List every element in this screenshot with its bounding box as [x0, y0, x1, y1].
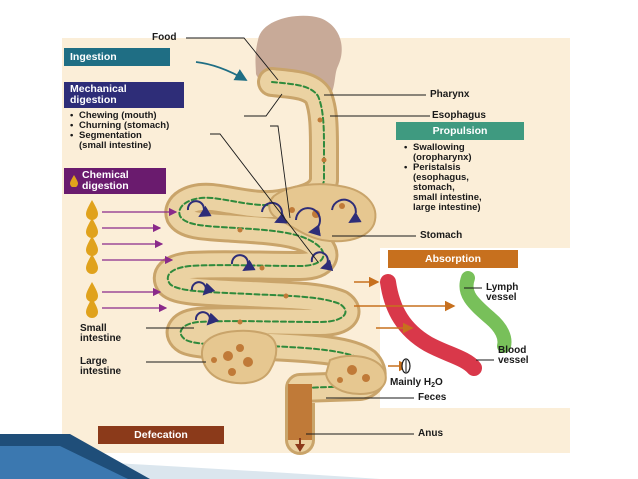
- absorption-box: Absorption: [388, 250, 518, 268]
- mechanical-digestion-box: Mechanical digestion: [64, 82, 184, 108]
- feces-label: Feces: [418, 392, 447, 403]
- slide-ribbon-decoration: [0, 434, 380, 479]
- stomach-label: Stomach: [420, 230, 463, 241]
- chemical-digestion-box: Chemical digestion: [64, 168, 166, 194]
- list-item: small intestine,: [413, 192, 482, 203]
- enzyme-arrows: [102, 207, 178, 313]
- list-item: •Swallowing: [404, 142, 465, 153]
- propulsion-box: Propulsion: [396, 122, 524, 140]
- pharynx-label: Pharynx: [430, 89, 470, 100]
- churn-arrow-icon: [186, 198, 362, 326]
- mechanical-label-line1: Mechanical: [70, 83, 127, 95]
- list-item: •Segmentation: [70, 130, 142, 141]
- absorption-label: Absorption: [425, 253, 481, 265]
- chemical-label-line1: Chemical: [82, 169, 129, 181]
- blood-vessel: [380, 274, 482, 376]
- list-item: (oropharynx): [413, 152, 472, 163]
- anus-label: Anus: [418, 428, 443, 439]
- ingestion-box: Ingestion: [64, 48, 170, 66]
- enzyme-drop-icon: [86, 200, 98, 318]
- chemical-label-line2: digestion: [82, 180, 129, 192]
- list-item: large intestine): [413, 202, 481, 213]
- defecation-label: Defecation: [134, 429, 188, 441]
- list-item: •Peristalsis: [404, 162, 461, 173]
- ingestion-label: Ingestion: [70, 51, 117, 63]
- list-item: stomach,: [413, 182, 455, 193]
- list-item: •Chewing (mouth): [70, 110, 157, 121]
- list-item: (small intestine): [79, 140, 152, 151]
- large-intestine-sac: [201, 329, 278, 385]
- lymph-vessel-label: Lymph vessel: [486, 282, 519, 303]
- list-item: •Churning (stomach): [70, 120, 170, 131]
- enzyme-drop-icon: [70, 175, 78, 187]
- large-intestine-label: Large intestine: [80, 356, 122, 377]
- defecation-box: Defecation: [98, 426, 224, 444]
- small-intestine-label: Small intestine: [80, 323, 122, 344]
- water-drop-icon: [401, 358, 411, 374]
- propulsion-label: Propulsion: [432, 125, 488, 137]
- anal-canal: [288, 384, 312, 440]
- propulsion-list: •Swallowing (oropharynx) •Peristalsis (e…: [404, 143, 482, 213]
- list-item: (esophagus,: [413, 172, 469, 183]
- rectum-sac: [324, 354, 387, 396]
- mechanical-digestion-list: •Chewing (mouth) •Churning (stomach) •Se…: [70, 111, 169, 151]
- mechanical-label-line2: digestion: [70, 94, 117, 106]
- mainly-water-label: Mainly H2O: [390, 377, 443, 390]
- esophagus-label: Esophagus: [432, 110, 486, 121]
- food-label: Food: [152, 32, 177, 43]
- leader-lines: [146, 37, 494, 435]
- ingestion-arrow: [195, 61, 248, 81]
- blood-vessel-label: Blood vessel: [498, 345, 529, 366]
- lymph-vessel: [459, 271, 512, 353]
